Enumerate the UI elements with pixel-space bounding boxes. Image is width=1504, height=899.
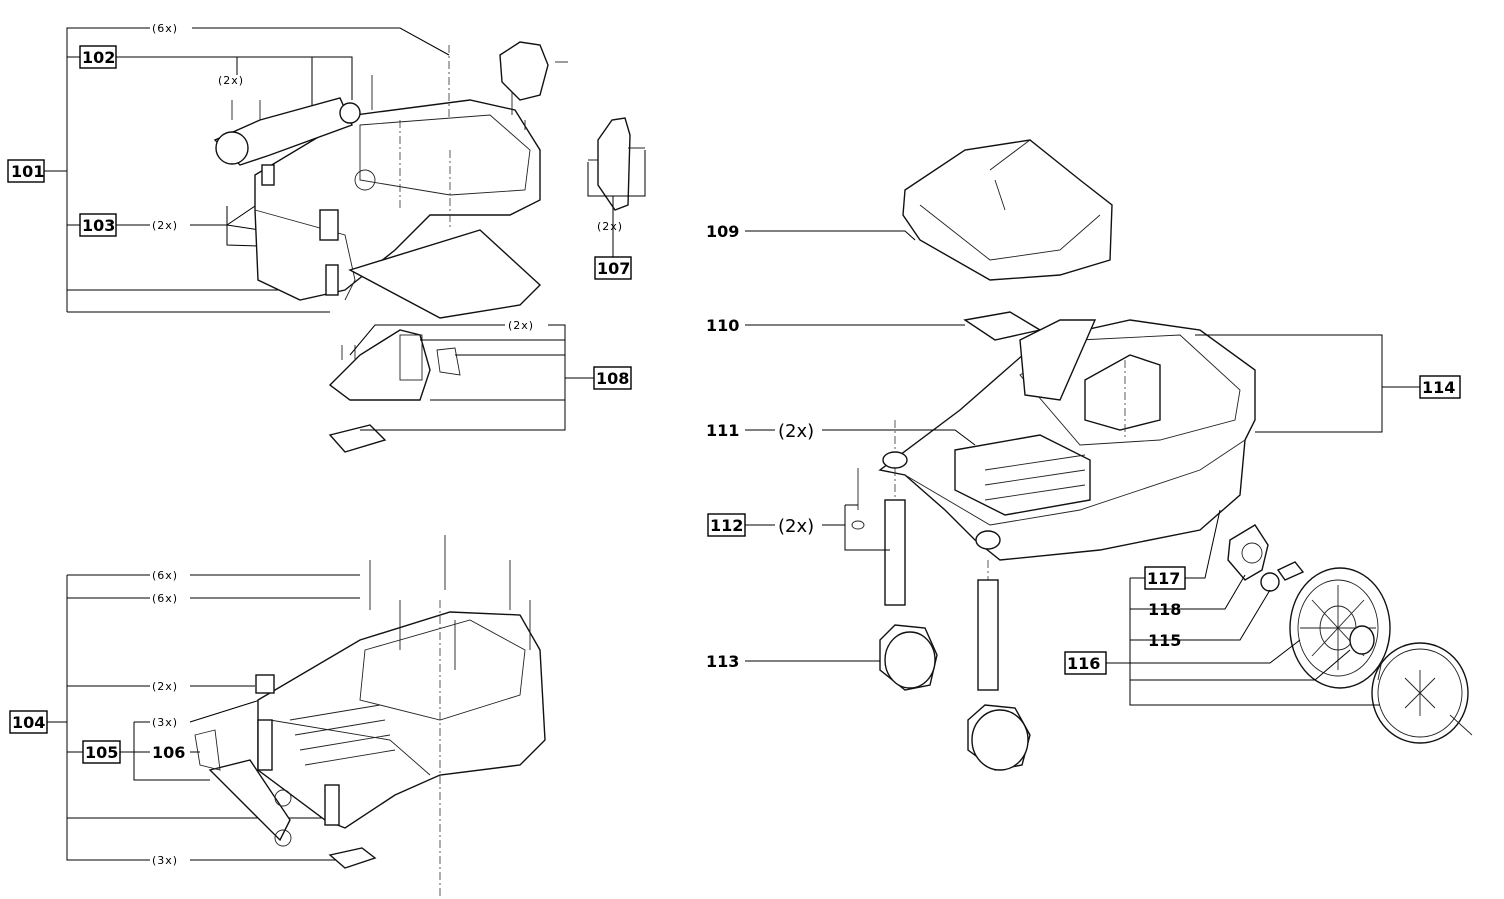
- label-box-116: [1064, 651, 1107, 675]
- part-number-109: 109: [706, 222, 739, 241]
- housing-base-assembly: [47, 535, 546, 899]
- label-box-105: [82, 740, 121, 764]
- part-number-108: 108: [596, 369, 629, 388]
- part-number-101: 101: [11, 162, 44, 181]
- main-vacuum-assembly: [844, 139, 1473, 771]
- part-number-114: 114: [1422, 378, 1455, 397]
- part-number-111: 111: [706, 421, 739, 440]
- label-box-108: [593, 366, 632, 390]
- qty-label-2x-107: (2x): [597, 220, 623, 233]
- qty-label-6x-top: (6x): [152, 22, 178, 35]
- part-number-103: 103: [82, 216, 115, 235]
- part-number-106: 106: [152, 743, 185, 762]
- part-number-116: 116: [1067, 654, 1100, 673]
- handle-part-107: [587, 117, 646, 258]
- label-box-101: [7, 159, 45, 183]
- part-number-107: 107: [597, 259, 630, 278]
- part-number-117: 117: [1147, 569, 1180, 588]
- part-number-105: 105: [85, 743, 118, 762]
- right-leader-lines: [745, 230, 1420, 706]
- label-box-117: [1144, 566, 1186, 590]
- label-box-112: [707, 513, 746, 537]
- qty-label-2x-base: (2x): [152, 680, 178, 693]
- filter-cassette-108: [328, 324, 594, 453]
- part-number-104: 104: [12, 713, 45, 732]
- qty-label-3x-base-2: (3x): [152, 854, 178, 867]
- part-number-112: 112: [710, 516, 743, 535]
- qty-label-2x-108: (2x): [508, 319, 534, 332]
- qty-label-2x-112: (2x): [778, 516, 814, 537]
- label-box-104: [9, 710, 48, 734]
- part-number-113: 113: [706, 652, 739, 671]
- label-box-114: [1419, 375, 1461, 399]
- part-number-118: 118: [1148, 600, 1181, 619]
- qty-label-6x-base-1: (6x): [152, 569, 178, 582]
- housing-top-assembly: [44, 27, 568, 319]
- part-number-102: 102: [82, 48, 115, 67]
- qty-label-2x-103: (2x): [152, 219, 178, 232]
- label-box-102: [79, 45, 117, 69]
- label-box-107: [594, 256, 632, 280]
- qty-label-2x-102: (2x): [218, 74, 244, 87]
- label-box-103: [79, 213, 117, 237]
- qty-label-6x-base-2: (6x): [152, 592, 178, 605]
- qty-label-3x-base-1: (3x): [152, 716, 178, 729]
- part-number-115: 115: [1148, 631, 1181, 650]
- qty-label-2x-111: (2x): [778, 421, 814, 442]
- part-number-110: 110: [706, 316, 739, 335]
